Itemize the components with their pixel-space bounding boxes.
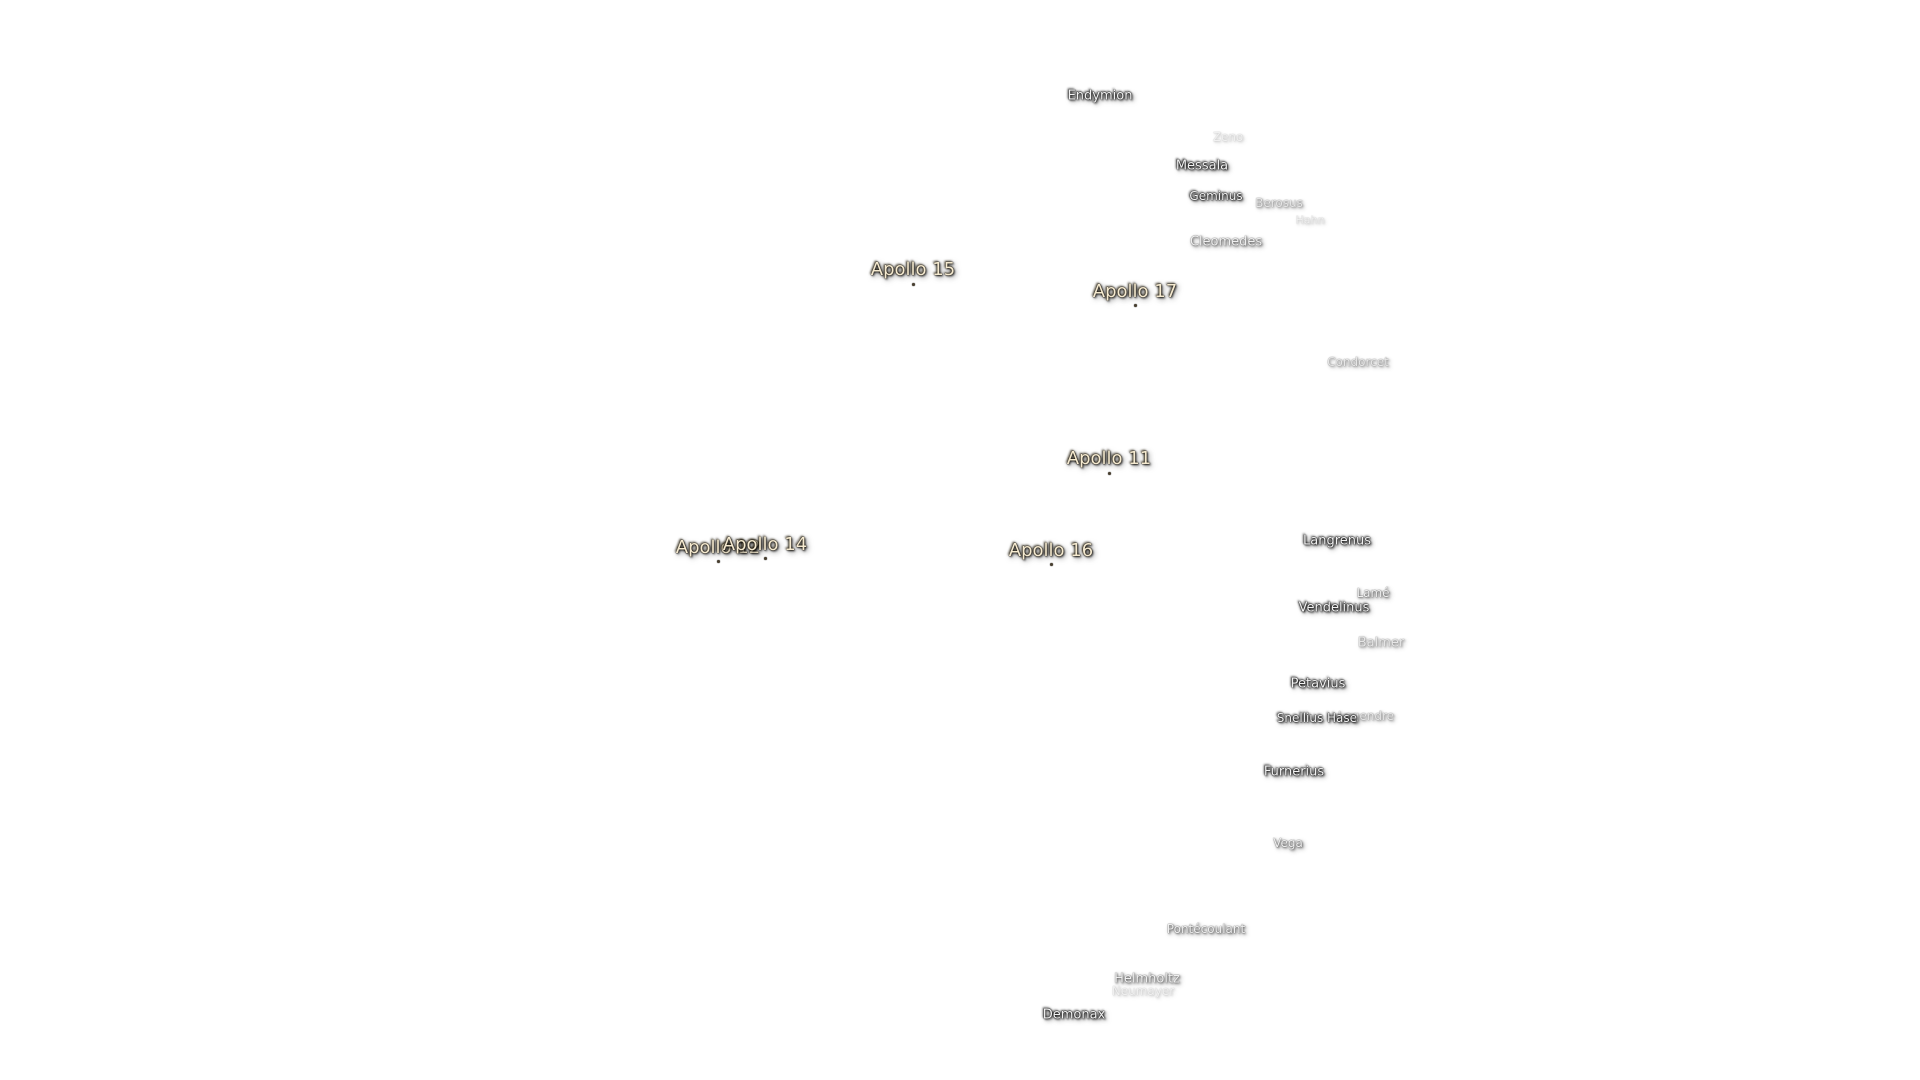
crater-label-snellius[interactable]: Snellius [1276, 711, 1324, 725]
crater-label-zeno[interactable]: Zeno [1212, 130, 1244, 144]
crater-label-hahn[interactable]: Hahn [1295, 213, 1325, 227]
crater-label-condorcet[interactable]: Condorcet [1327, 355, 1389, 369]
landing-site-label-apollo-11[interactable]: Apollo 11 [1066, 448, 1152, 469]
crater-label-neumayer[interactable]: Neumayer [1111, 984, 1175, 998]
landing-site-marker-apollo-14[interactable] [764, 557, 767, 560]
landing-site-marker-apollo-11[interactable] [1108, 472, 1111, 475]
crater-label-vendelinus[interactable]: Vendelinus [1298, 600, 1370, 616]
crater-label-langrenus[interactable]: Langrenus [1302, 533, 1372, 549]
crater-label-endymion[interactable]: Endymion [1067, 88, 1133, 104]
crater-label-geminus[interactable]: Geminus [1189, 189, 1243, 203]
landing-site-marker-apollo-17[interactable] [1134, 304, 1137, 307]
landing-site-label-apollo-16[interactable]: Apollo 16 [1008, 540, 1094, 561]
landing-site-label-apollo-12[interactable]: Apollo 12 [675, 537, 761, 558]
crater-label-legendre[interactable]: Legendre [1337, 709, 1395, 723]
crater-label-petavius[interactable]: Petavius [1290, 676, 1346, 692]
landing-site-marker-apollo-12[interactable] [717, 560, 720, 563]
crater-label-pontecoulant[interactable]: Pontécoulant [1166, 922, 1246, 936]
crater-label-balmer[interactable]: Balmer [1357, 635, 1405, 651]
landing-site-label-apollo-15[interactable]: Apollo 15 [870, 259, 956, 280]
landing-site-marker-apollo-15[interactable] [912, 283, 915, 286]
crater-label-vega[interactable]: Vega [1273, 836, 1303, 850]
crater-label-hase[interactable]: Hase [1326, 711, 1358, 725]
landing-site-label-apollo-14[interactable]: Apollo 14 [722, 534, 808, 555]
crater-label-furnerius[interactable]: Furnerius [1263, 764, 1325, 780]
crater-label-cleomedes[interactable]: Cleomedes [1189, 234, 1263, 250]
crater-label-demonax[interactable]: Demonax [1042, 1007, 1106, 1023]
landing-site-label-apollo-17[interactable]: Apollo 17 [1092, 281, 1178, 302]
crater-label-berosus[interactable]: Berosus [1255, 196, 1303, 210]
crater-label-helmholtz[interactable]: Helmholtz [1114, 971, 1180, 987]
crater-label-lame[interactable]: Lamé [1356, 586, 1390, 600]
crater-label-messala[interactable]: Messala [1175, 158, 1229, 174]
landing-site-marker-apollo-16[interactable] [1050, 563, 1053, 566]
